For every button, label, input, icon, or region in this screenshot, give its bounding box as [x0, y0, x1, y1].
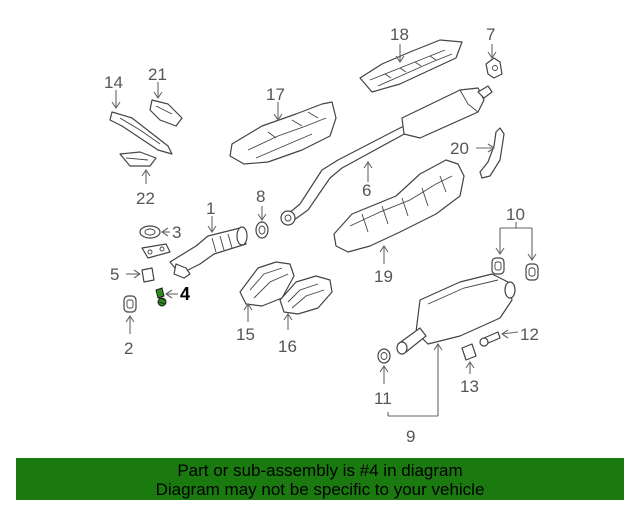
part-1-front-pipe[interactable]: [169, 226, 248, 279]
part-17-heat-shield[interactable]: [229, 101, 337, 165]
callout-11: 11: [374, 389, 392, 408]
callout-3: 3: [172, 223, 181, 242]
callout-6: 6: [362, 181, 371, 200]
callout-21: 21: [148, 65, 167, 84]
callout-22: 22: [136, 189, 155, 208]
callout-18: 18: [390, 25, 409, 44]
callout-15: 15: [236, 325, 255, 344]
callout-1: 1: [206, 199, 215, 218]
banner-line-1: Part or sub-assembly is #4 in diagram: [177, 461, 463, 480]
part-11-gasket[interactable]: [377, 348, 391, 364]
callout-7: 7: [486, 25, 495, 44]
part-20-hanger[interactable]: [479, 127, 505, 179]
leader-10: [499, 222, 533, 260]
callout-2: 2: [124, 339, 133, 358]
part-21-heat-shield[interactable]: [149, 99, 183, 127]
callout-20: 20: [450, 139, 469, 158]
part-9-muffler[interactable]: [396, 273, 516, 355]
callout-12: 12: [520, 325, 539, 344]
part-13-sleeve[interactable]: [461, 343, 477, 361]
part-5-clamp[interactable]: [141, 267, 155, 283]
callout-4: 4: [180, 284, 190, 304]
part-3-gasket[interactable]: [139, 225, 161, 239]
callout-13: 13: [460, 377, 479, 396]
part-10-rubber-mounts[interactable]: [491, 257, 539, 281]
part-18-heat-shield[interactable]: [359, 39, 463, 93]
part-16-converter[interactable]: [279, 275, 333, 315]
part-flange: [141, 243, 171, 259]
callout-8: 8: [256, 187, 265, 206]
part-2-rubber-mount[interactable]: [123, 295, 137, 313]
callout-9: 9: [406, 427, 415, 446]
callout-16: 16: [278, 337, 297, 356]
part-7-bracket[interactable]: [485, 57, 503, 79]
part-12-bolt[interactable]: [479, 331, 501, 347]
callout-17: 17: [266, 85, 285, 104]
part-8-gasket[interactable]: [255, 221, 269, 239]
part-22-heat-shield[interactable]: [119, 151, 157, 167]
exhaust-parts-diagram: 18 7 17 14 21 22: [104, 25, 539, 446]
callout-5: 5: [110, 265, 119, 284]
part-6-exhaust-pipe[interactable]: [280, 85, 493, 226]
callout-10: 10: [506, 205, 525, 224]
leader-9: [387, 344, 439, 417]
callout-19: 19: [374, 267, 393, 286]
callout-14: 14: [104, 73, 123, 92]
part-15-heat-shield[interactable]: [239, 261, 295, 307]
part-14-heat-shield[interactable]: [109, 111, 173, 155]
info-banner: Part or sub-assembly is #4 in diagram Di…: [16, 458, 624, 500]
part-4-bolt[interactable]: [155, 287, 167, 307]
leader-12: [501, 331, 519, 335]
banner-line-2: Diagram may not be specific to your vehi…: [155, 480, 485, 499]
part-19-heat-shield[interactable]: [333, 159, 465, 253]
